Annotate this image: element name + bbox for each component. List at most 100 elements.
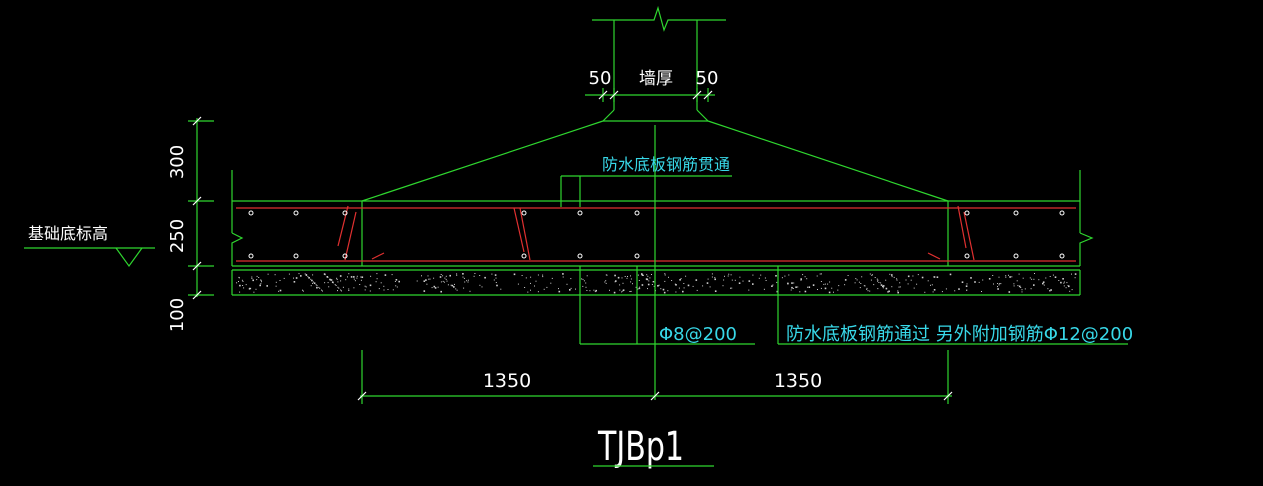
hatch-speckle — [828, 291, 831, 294]
hatch-speckle — [1049, 276, 1051, 277]
hatch-speckle — [354, 280, 356, 282]
hatch-speckle — [308, 277, 310, 279]
hatch-speckle — [330, 279, 332, 281]
hatch-speckle — [360, 279, 362, 281]
hatch-speckle — [339, 275, 342, 277]
hatch-speckle — [887, 291, 889, 293]
hatch-speckle — [604, 281, 606, 283]
hatch-speckle — [537, 274, 539, 276]
hatch-speckle — [310, 278, 312, 280]
hatch-speckle — [546, 286, 548, 288]
hatch-speckle — [329, 278, 331, 281]
hatch-speckle — [1022, 277, 1024, 279]
hatch-speckle — [251, 277, 253, 279]
hatch-speckle — [629, 291, 631, 292]
hatch-speckle — [434, 287, 437, 289]
hatch-speckle — [709, 286, 711, 288]
wall-outline — [592, 5, 726, 122]
hatch-speckle — [328, 286, 330, 288]
hatch-speckle — [1011, 276, 1013, 278]
hatch-speckle — [305, 274, 307, 276]
hatch-speckle — [530, 276, 532, 278]
hatch-speckle — [517, 283, 519, 285]
hatch-speckle — [1021, 291, 1023, 293]
hatch-speckle — [772, 284, 774, 286]
hatch-speckle — [570, 278, 572, 280]
hatch-speckle — [586, 275, 588, 277]
hatch-speckle — [664, 280, 666, 282]
hatch-speckle — [913, 287, 915, 289]
hatch-speckle — [527, 291, 529, 293]
hatch-speckle — [924, 291, 926, 293]
hatch-speckle — [641, 273, 643, 275]
span-right-label: 1350 — [774, 370, 822, 392]
hatch-speckle — [479, 284, 481, 286]
hatch-speckle — [433, 285, 436, 288]
hatch-speckle — [885, 279, 887, 281]
hatch-speckle — [396, 286, 398, 288]
hatch-speckle — [337, 286, 339, 288]
hatch-speckle — [941, 291, 943, 293]
hatch-speckle — [638, 287, 640, 289]
hatch-speckle — [637, 288, 639, 290]
hatch-speckle — [513, 273, 516, 276]
hatch-speckle — [423, 290, 426, 292]
hatch-speckle — [1031, 278, 1033, 280]
hatch-speckle — [445, 275, 447, 277]
hatch-speckle — [312, 281, 314, 283]
hatch-speckle — [298, 273, 300, 275]
hatch-speckle — [932, 291, 934, 293]
hatch-speckle — [646, 278, 649, 281]
hatch-speckle — [788, 274, 790, 276]
hatch-speckle — [1068, 285, 1070, 288]
hatch-speckle — [347, 276, 348, 278]
hatch-speckle — [331, 281, 334, 283]
hatch-speckle — [586, 290, 588, 291]
hatch-speckle — [474, 273, 476, 274]
hatch-speckle — [279, 289, 282, 292]
hatch-speckle — [340, 289, 342, 291]
hatch-speckle — [866, 287, 868, 289]
hatch-speckle — [630, 275, 631, 277]
hatch-speckle — [239, 284, 241, 287]
hatch-speckle — [375, 281, 377, 283]
haunch-outline — [361, 120, 949, 202]
hatch-speckle — [824, 283, 826, 285]
hatch-speckle — [877, 279, 879, 281]
hatch-speckle — [251, 276, 253, 278]
dim-100-label: 100 — [167, 298, 188, 332]
hatch-speckle — [752, 283, 754, 285]
hatch-speckle — [882, 285, 885, 287]
hatch-speckle — [945, 288, 947, 290]
hatch-speckle — [1071, 273, 1072, 275]
hatch-speckle — [685, 275, 687, 277]
hatch-speckle — [639, 286, 641, 288]
hatch-speckle — [451, 284, 454, 287]
hatch-speckle — [679, 279, 681, 281]
hatch-speckle — [267, 273, 269, 275]
hatch-speckle — [936, 276, 939, 278]
hatch-speckle — [467, 281, 469, 283]
hatch-speckle — [869, 273, 871, 275]
hatch-speckle — [731, 279, 733, 281]
hatch-speckle — [627, 276, 628, 277]
hatch-speckle — [728, 273, 730, 275]
hatch-speckle — [791, 286, 793, 289]
hatch-speckle — [322, 290, 323, 292]
hatch-speckle — [575, 288, 576, 290]
hatch-speckle — [723, 279, 725, 281]
hatch-speckle — [582, 285, 584, 287]
hatch-speckle — [493, 279, 495, 281]
hatch-speckle — [651, 274, 652, 275]
hatch-speckle — [885, 287, 888, 290]
slab-outline — [231, 170, 1094, 267]
hatch-speckle — [675, 291, 677, 293]
hatch-speckle — [1021, 289, 1023, 291]
hatch-speckle — [931, 284, 933, 286]
hatch-speckle — [820, 273, 822, 275]
hatch-speckle — [961, 281, 964, 283]
hatch-speckle — [327, 282, 329, 284]
hatch-speckle — [278, 290, 280, 292]
hatch-speckle — [998, 276, 1000, 278]
hatch-speckle — [880, 282, 882, 284]
